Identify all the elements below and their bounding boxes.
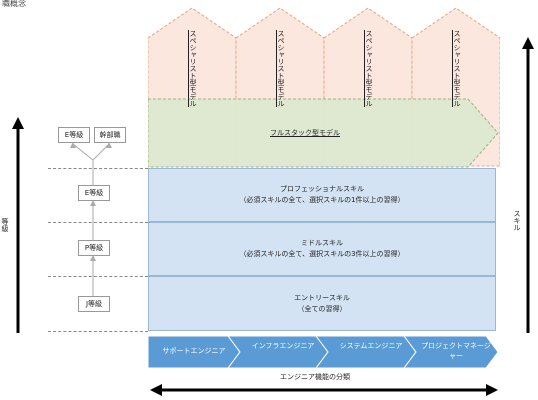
specialist-label-3: スペシャリスト型モデル [365, 30, 373, 107]
grade-p: P等級 [78, 240, 110, 256]
grade-j: J等級 [78, 296, 110, 312]
fullstack-label: フルスタック型モデル [270, 129, 340, 137]
entry-skill-band: エントリースキル （全ての習得） [148, 276, 496, 331]
entry-skill-title: エントリースキル [294, 293, 350, 302]
grade-divider-4 [48, 331, 148, 332]
grade-e: E等級 [78, 185, 110, 201]
grade-executive: 幹部職 [94, 127, 126, 143]
function-label-system: システムエンジニア [339, 342, 403, 350]
middle-skill-band: ミドルスキル （必須スキルの全て、選択スキルの3件以上の習得） [148, 222, 496, 276]
entry-skill-desc: （全ての習得） [297, 304, 347, 313]
grade-divider-2 [48, 222, 148, 223]
function-chevron-2 [227, 336, 329, 368]
professional-skill-title: プロフェッショナルスキル [280, 185, 364, 193]
fullstack-model-arrow [148, 98, 499, 168]
function-label-infra: インフラエンジニア [251, 342, 315, 350]
specialist-label-1: スペシャリスト型モデル [189, 30, 197, 107]
professional-skill-desc: （必須スキルの全て、選択スキルの1件以上の習得） [239, 196, 405, 204]
professional-skill-band: プロフェッショナルスキル （必須スキルの全て、選択スキルの1件以上の習得） [148, 168, 496, 222]
grade-divider-1 [48, 168, 148, 169]
skill-axis-label: スキル [513, 210, 521, 231]
function-chevron-3 [315, 336, 417, 368]
function-label-pm: プロジェクトマネージャー [421, 342, 491, 360]
grade-divider-3 [48, 276, 148, 277]
grade-axis-label: 等級 [1, 218, 9, 232]
grade-e-top: E等級 [58, 127, 90, 143]
middle-skill-desc: （必須スキルの全て、選択スキルの3件以上の習得） [239, 250, 405, 258]
function-chevron-4 [403, 336, 499, 368]
function-axis-label: エンジニア機能の分類 [280, 373, 350, 381]
function-axis-arrow [150, 384, 498, 396]
function-chevrons [148, 336, 499, 368]
specialist-label-4: スペシャリスト型モデル [453, 30, 461, 107]
grade-connectors [70, 142, 112, 296]
model-area [148, 8, 500, 168]
specialist-label-2: スペシャリスト型モデル [277, 30, 285, 107]
function-label-support: サポートエンジニア [162, 347, 226, 355]
diagram-caption: 職概念 [2, 0, 26, 8]
grade-axis-arrow [12, 117, 24, 333]
middle-skill-title: ミドルスキル [301, 239, 343, 247]
skill-axis-arrow [522, 37, 534, 333]
